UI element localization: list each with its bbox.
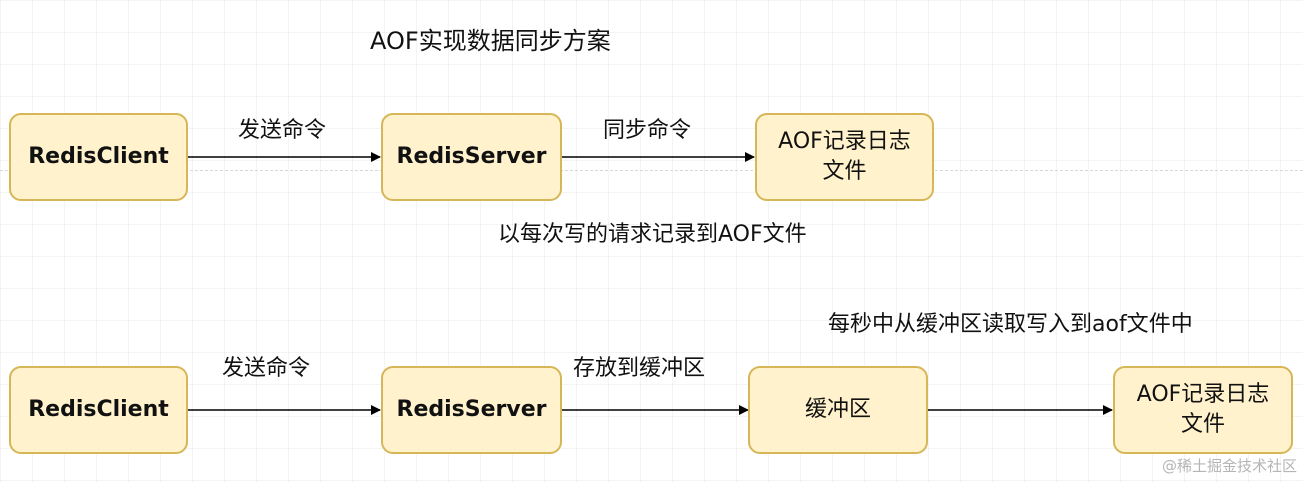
row2-buffer-node: 缓冲区 xyxy=(748,366,928,454)
diagram-title: AOF实现数据同步方案 xyxy=(370,26,611,56)
row2-redis-server-node: RedisServer xyxy=(381,366,562,454)
row2-edge-store-label: 存放到缓冲区 xyxy=(573,356,706,381)
diagram-title-text: AOF实现数据同步方案 xyxy=(370,27,611,55)
row1-aof-file-label-line2: 文件 xyxy=(822,159,867,184)
row1-aof-file-node: AOF记录日志 文件 xyxy=(755,113,934,201)
row2-redis-client-node: RedisClient xyxy=(9,366,188,454)
row1-redis-server-node: RedisServer xyxy=(381,113,562,201)
row2-aof-file-node: AOF记录日志 文件 xyxy=(1113,366,1293,454)
row1-edge-send-label: 发送命令 xyxy=(238,118,327,143)
row2-note: 每秒中从缓冲区读取写入到aof文件中 xyxy=(828,312,1193,337)
row1-edge-sync-label: 同步命令 xyxy=(603,118,692,143)
row2-aof-file-label-line1: AOF记录日志 xyxy=(1136,382,1270,407)
grid-guide-line xyxy=(0,170,1303,171)
row2-redis-client-label: RedisClient xyxy=(28,397,169,422)
row1-redis-server-label: RedisServer xyxy=(396,144,547,169)
row1-aof-file-label-line1: AOF记录日志 xyxy=(778,129,911,154)
row1-redis-client-label: RedisClient xyxy=(28,144,169,169)
watermark: @稀土掘金技术社区 xyxy=(1161,457,1297,475)
row1-redis-client-node: RedisClient xyxy=(9,113,188,201)
row2-redis-server-label: RedisServer xyxy=(396,397,547,422)
row2-aof-file-label-line2: 文件 xyxy=(1180,412,1225,437)
row2-edge-send-label: 发送命令 xyxy=(222,356,311,381)
row1-note: 以每次写的请求记录到AOF文件 xyxy=(498,222,807,247)
row2-buffer-label: 缓冲区 xyxy=(804,397,871,422)
